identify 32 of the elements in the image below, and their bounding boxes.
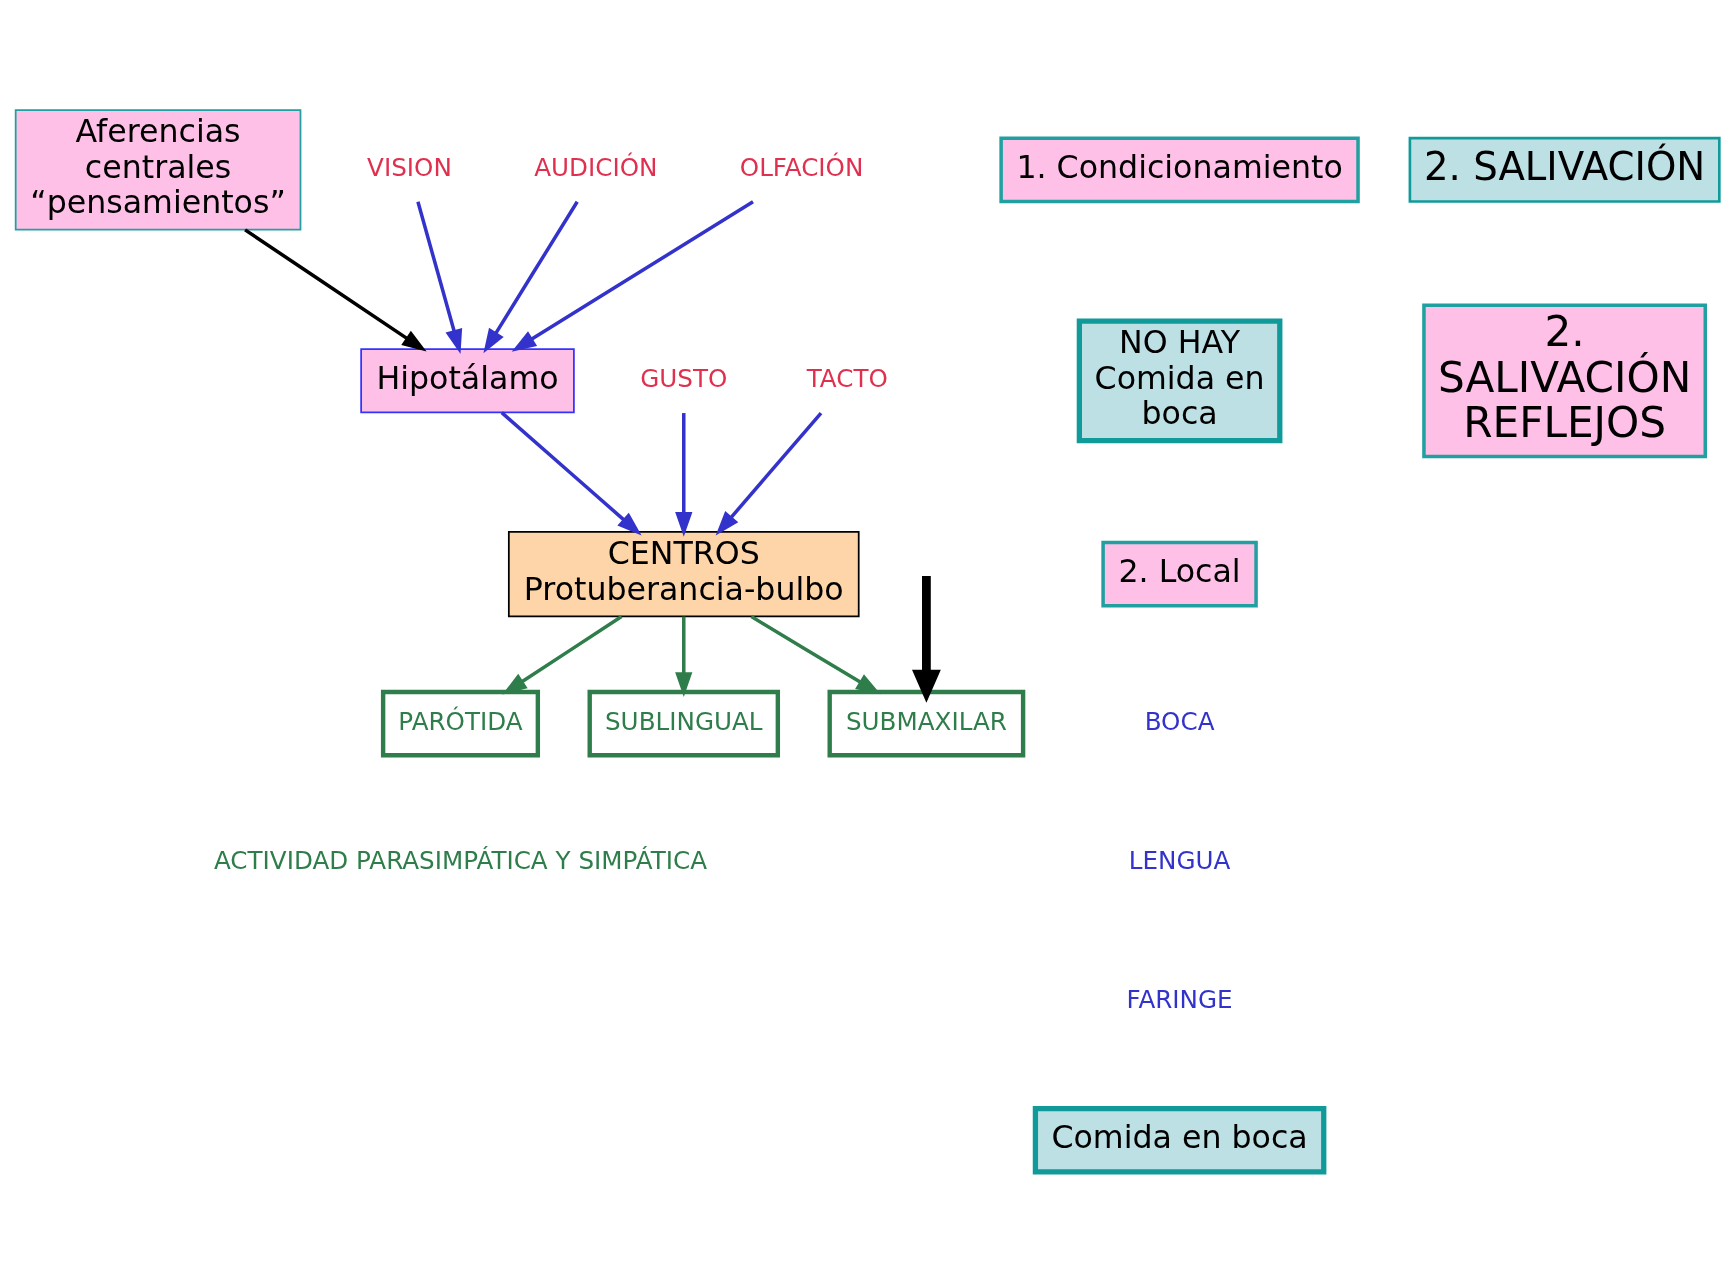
node-box: Hipotálamo (360, 348, 575, 414)
label: BOCA (1144, 707, 1215, 737)
node-box: SUBMAXILAR (827, 689, 1026, 758)
label: FARINGE (1126, 984, 1233, 1014)
label: ACTIVIDAD PARASIMPÁTICA Y SIMPÁTICA (213, 846, 707, 876)
arrow (416, 201, 463, 354)
node-box: PARÓTIDA (380, 689, 541, 758)
arrow (912, 576, 941, 703)
node-box: CENTROS Protuberancia-bulbo (507, 531, 860, 618)
node-text: GUSTO (640, 364, 728, 394)
arrow (483, 200, 579, 354)
node-box: 2. SALIVACIÓN (1408, 136, 1721, 203)
node-box: 2. Local (1101, 540, 1258, 608)
arrow (511, 200, 754, 352)
arrow (750, 615, 881, 695)
node-box: NO HAY Comida en boca (1076, 318, 1283, 444)
arrow (244, 228, 427, 352)
label: LENGUA (1128, 846, 1231, 876)
arrow (675, 413, 693, 537)
node-box: 2. SALIVACIÓN REFLEJOS (1422, 303, 1708, 459)
node-text: TACTO (806, 364, 888, 394)
node-box: Comida en boca (1032, 1106, 1327, 1175)
node-box: Aferencias centrales “pensamientos” (14, 109, 302, 231)
arrow (715, 411, 823, 536)
node-text: AUDICIÓN (534, 153, 658, 183)
arrow (500, 411, 642, 536)
node-box: 1. Condicionamiento (999, 136, 1360, 204)
arrow (675, 616, 693, 697)
node-box: SUBLINGUAL (587, 689, 781, 758)
arrow (502, 615, 623, 695)
node-text: OLFACIÓN (739, 153, 864, 183)
node-text: VISION (367, 153, 452, 183)
